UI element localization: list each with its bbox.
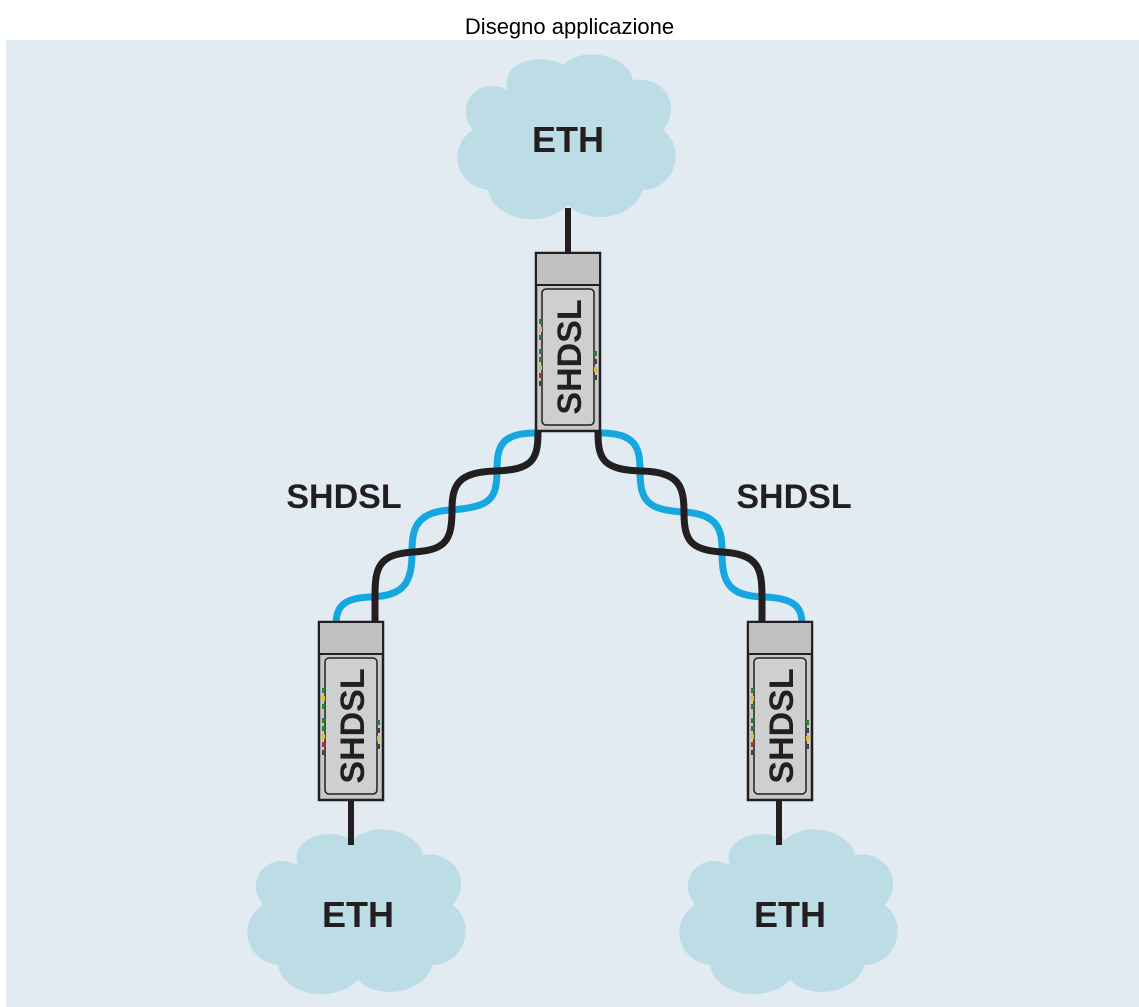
eth-cloud-top-label: ETH xyxy=(532,119,604,160)
shdsl-link-left xyxy=(332,429,542,629)
eth-cloud-bottom-right-label: ETH xyxy=(754,894,826,935)
eth-cloud-top: ETH xyxy=(457,54,676,220)
shdsl-device-right: SHDSL xyxy=(746,620,814,802)
shdsl-device-left-label: SHDSL xyxy=(334,668,372,783)
shdsl-device-left: SHDSL xyxy=(317,620,385,802)
diagram-title: Disegno applicazione xyxy=(464,14,675,39)
eth-cloud-bottom-left: ETH xyxy=(247,829,466,995)
shdsl-link-right-label: SHDSL xyxy=(736,478,851,516)
eth-cloud-bottom-left-label: ETH xyxy=(322,894,394,935)
shdsl-link-right xyxy=(594,429,806,629)
shdsl-device-top-label: SHDSL xyxy=(551,299,589,414)
shdsl-device-right-label: SHDSL xyxy=(763,668,801,783)
shdsl-device-top: SHDSL xyxy=(534,251,602,433)
eth-cloud-bottom-right: ETH xyxy=(679,829,898,995)
shdsl-link-left-label: SHDSL xyxy=(286,478,401,516)
